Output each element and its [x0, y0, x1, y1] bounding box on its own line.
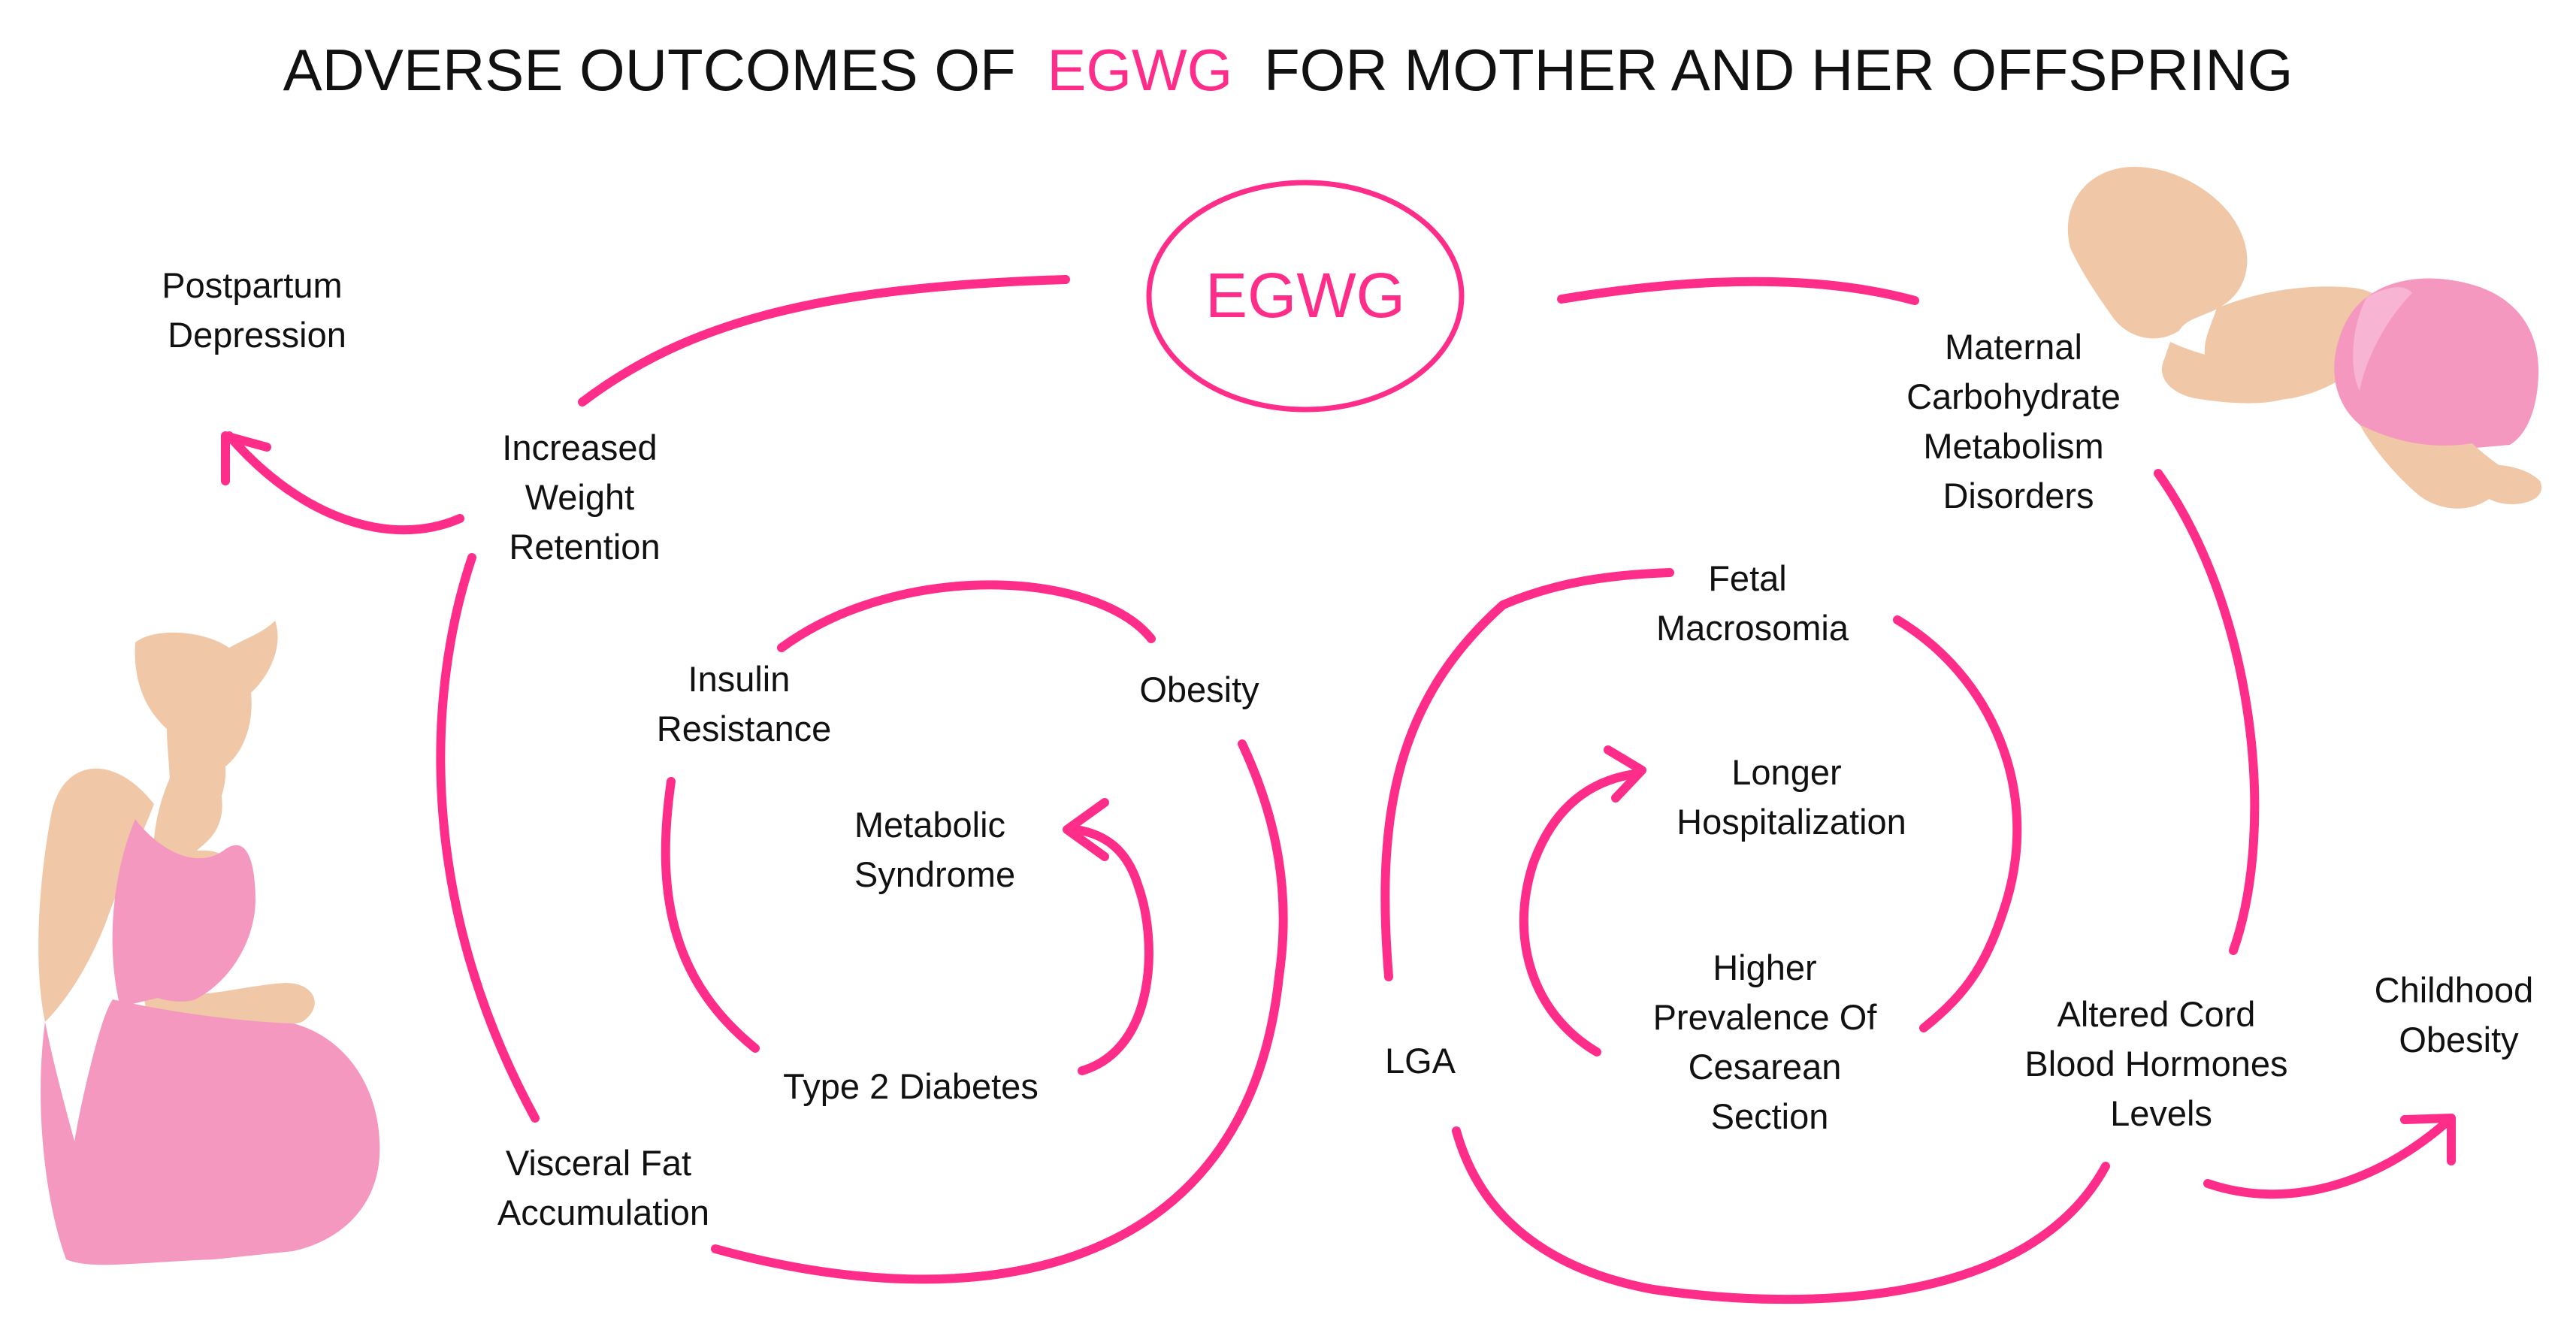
node-line: Syndrome	[854, 854, 1015, 894]
mother-top	[112, 819, 255, 1007]
arrowhead-childhood-obesity	[2400, 1114, 2456, 1165]
node-line: Levels	[2110, 1093, 2212, 1133]
arc-weight-retention-to-postpartum	[225, 431, 464, 535]
node-line: Carbohydrate	[1906, 376, 2121, 416]
baby-diaper-fold	[2353, 287, 2412, 391]
node-postpartum-depression: Postpartum Depression	[162, 265, 352, 355]
node-line: Increased	[502, 428, 657, 467]
node-line: Macrosomia	[1656, 608, 1849, 648]
node-line: Metabolic	[854, 805, 1005, 845]
node-line: Fetal	[1708, 558, 1787, 598]
arc-cord-blood-to-lga	[1452, 1126, 2110, 1304]
page-title: ADVERSE OUTCOMES OF EGWG FOR MOTHER AND …	[283, 37, 2293, 103]
baby-arm	[2161, 342, 2301, 404]
node-type-2-diabetes: Type 2 Diabetes	[783, 1066, 1039, 1106]
node-increased-weight-retention: Increased Weight Retention	[502, 428, 667, 567]
node-altered-cord-blood-hormones-levels: Altered Cord Blood Hormones Levels	[2024, 994, 2297, 1133]
node-line: Obesity	[2399, 1020, 2519, 1060]
node-line: Resistance	[657, 709, 832, 748]
node-line: Depression	[168, 315, 346, 355]
egwg-center-label: EGWG	[1205, 260, 1405, 331]
egwg-center-ellipse	[1146, 180, 1465, 413]
node-line: Disorders	[1943, 476, 2094, 515]
mother-belly	[65, 999, 380, 1265]
node-line: Blood Hormones	[2024, 1044, 2287, 1084]
node-line: LGA	[1385, 1041, 1456, 1081]
node-line: Weight	[525, 477, 634, 517]
node-insulin-resistance: Insulin Resistance	[657, 659, 832, 748]
arc-t2d-to-metabolic	[1072, 825, 1153, 1075]
node-maternal-carbohydrate-metabolism-disorders: Maternal Carbohydrate Metabolism Disorde…	[1906, 327, 2130, 515]
node-line: Cesarean	[1689, 1047, 1842, 1087]
node-line: Obesity	[1139, 670, 1259, 709]
arc-obesity-to-insulin	[777, 580, 1156, 652]
mother-lower-back	[41, 1022, 98, 1259]
node-line: Section	[1711, 1096, 1829, 1136]
node-line: Longer	[1731, 752, 1841, 792]
node-visceral-fat-accumulation: Visceral Fat Accumulation	[497, 1143, 709, 1232]
arc-weight-retention-to-visceral	[436, 553, 540, 1123]
arrowhead-longer-hosp	[1604, 745, 1646, 803]
node-line: Hospitalization	[1677, 802, 1906, 842]
arc-egwg-to-maternal-carb	[1557, 277, 1919, 305]
arc-cesarean-to-longer-hosp	[1519, 769, 1639, 1057]
node-longer-hospitalization: Longer Hospitalization	[1677, 752, 1906, 842]
node-line: Postpartum	[162, 265, 342, 305]
node-fetal-macrosomia: Fetal Macrosomia	[1656, 558, 1849, 648]
baby-illustration	[2067, 167, 2542, 509]
arc-visceral-to-obesity	[711, 739, 1288, 1284]
node-childhood-obesity: Childhood Obesity	[2375, 970, 2544, 1060]
arrowhead-metabolic	[1063, 798, 1109, 861]
node-line: Prevalence Of	[1653, 997, 1878, 1037]
mother-back	[38, 768, 155, 1022]
arc-insulin-to-t2d	[661, 777, 760, 1053]
pregnant-woman-illustration	[38, 621, 380, 1265]
baby-head	[2067, 167, 2248, 339]
node-line: Metabolism	[1923, 426, 2103, 466]
arc-cord-blood-to-childhood-obesity	[2203, 1114, 2456, 1199]
node-obesity: Obesity	[1139, 670, 1259, 709]
node-higher-prevalence-cesarean-section: Higher Prevalence Of Cesarean Section	[1653, 948, 1887, 1136]
arc-fetal-macrosomia-to-cesarean	[1893, 615, 2022, 1032]
node-line: Retention	[509, 527, 660, 567]
node-line: Visceral Fat	[506, 1143, 691, 1183]
baby-foot	[2472, 464, 2542, 504]
arc-egwg-to-weight-retention	[578, 275, 1070, 407]
node-line: Childhood	[2375, 970, 2534, 1010]
title-suffix: FOR MOTHER AND HER OFFSPRING	[1264, 37, 2293, 103]
node-line: Maternal	[1945, 327, 2082, 367]
node-line: Accumulation	[497, 1193, 709, 1232]
title-highlight: EGWG	[1047, 37, 1232, 103]
node-line: Higher	[1713, 948, 1816, 987]
arc-lga-to-fetal-macrosomia	[1380, 568, 1674, 981]
arrowhead-postpartum	[221, 431, 271, 485]
arc-maternal-carb-to-cord-blood	[2154, 469, 2260, 955]
title-prefix: ADVERSE OUTCOMES OF	[283, 37, 1016, 103]
mother-hair	[135, 621, 278, 827]
node-line: Insulin	[688, 659, 791, 699]
node-line: Type 2 Diabetes	[783, 1066, 1039, 1106]
node-metabolic-syndrome: Metabolic Syndrome	[854, 805, 1015, 894]
node-line: Altered Cord	[2057, 994, 2256, 1034]
node-lga: LGA	[1385, 1041, 1456, 1081]
